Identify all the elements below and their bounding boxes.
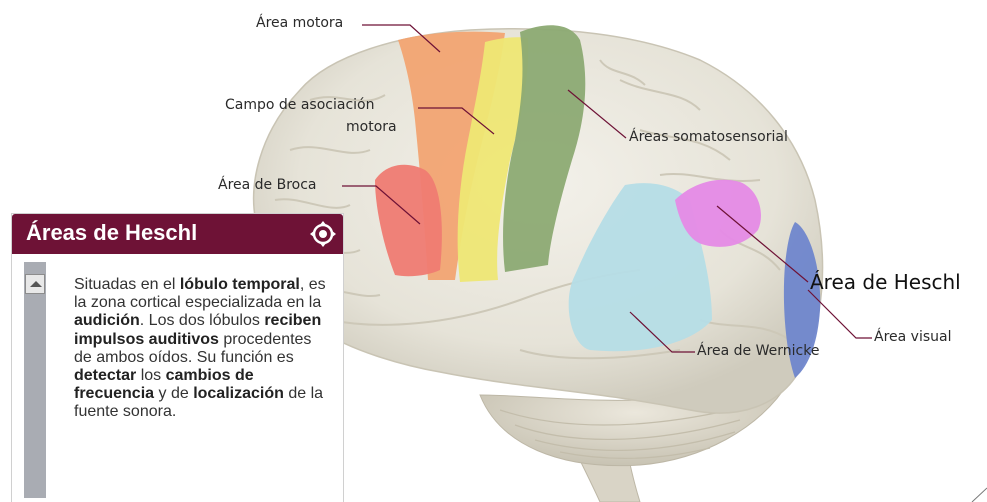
label-area-motora: Área motora <box>256 15 343 31</box>
label-area-heschl: Área de Heschl <box>810 270 961 294</box>
scrollbar[interactable] <box>24 262 46 498</box>
corner-mark <box>972 488 987 502</box>
label-area-broca: Área de Broca <box>218 177 317 193</box>
label-campo-asociacion-line1: Campo de asociación <box>225 97 374 113</box>
description-bold-term: localización <box>193 385 284 402</box>
description-text: Situadas en el <box>74 276 180 293</box>
description-text: los <box>136 367 165 384</box>
move-icon[interactable] <box>309 220 337 248</box>
description-bold-term: audición <box>74 312 140 329</box>
panel-description: Situadas en el lóbulo temporal, es la zo… <box>74 276 332 422</box>
label-area-visual: Área visual <box>874 329 951 345</box>
description-bold-term: lóbulo temporal <box>180 276 300 293</box>
label-area-wernicke: Área de Wernicke <box>697 343 819 359</box>
label-campo-asociacion-line2: motora <box>346 119 397 135</box>
panel-header[interactable]: Áreas de Heschl <box>12 214 343 254</box>
scroll-up-button[interactable] <box>25 274 45 294</box>
info-panel: Áreas de Heschl Situadas en el lóbulo te… <box>12 214 343 502</box>
panel-title: Áreas de Heschl <box>26 220 197 246</box>
description-bold-term: detectar <box>74 367 136 384</box>
description-text: y de <box>154 385 193 402</box>
description-text: . Los dos lóbulos <box>140 312 265 329</box>
label-areas-somatosensorial: Áreas somatosensorial <box>629 129 788 145</box>
